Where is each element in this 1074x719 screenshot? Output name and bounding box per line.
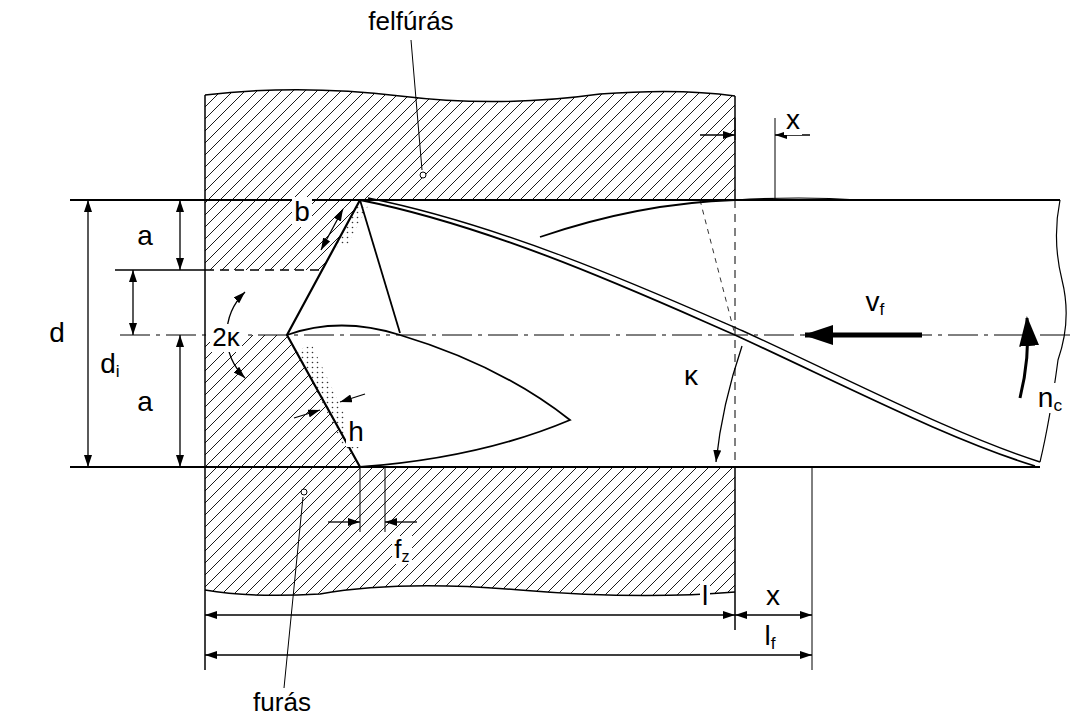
dimension-arrow [328, 521, 360, 522]
symbol-subscript: f [771, 634, 776, 654]
extension-line [812, 467, 813, 670]
extension-line [775, 118, 776, 200]
symbol-base: d [100, 348, 116, 379]
dimension-label: b [292, 197, 312, 226]
dimension-line [179, 335, 180, 467]
feed-label: vf [864, 287, 887, 316]
drill-chisel [287, 326, 400, 336]
symbol-base: l [764, 620, 770, 651]
workpiece-top [205, 90, 735, 270]
angle-label: 2κ [210, 324, 241, 351]
angle-arc [716, 346, 742, 462]
dimension-arrow [385, 521, 417, 522]
extension-line [735, 118, 736, 140]
dimension-label: l [700, 581, 710, 610]
drill-lip [360, 200, 400, 333]
flute-hidden-line [700, 200, 735, 335]
bore-wall [70, 466, 1040, 468]
symbol-subscript: f [880, 300, 885, 320]
workpiece-break-top [205, 90, 735, 102]
bore-wall [70, 199, 1060, 201]
rotation-arrow [1020, 318, 1028, 398]
dimension-line [321, 209, 343, 250]
dimension-line [132, 270, 133, 335]
symbol-subscript: z [402, 547, 410, 565]
workpiece-left-edge [204, 95, 206, 670]
leader-dot [420, 172, 426, 178]
dimension-arrow [700, 134, 735, 135]
dimension-label: x [764, 581, 782, 610]
drill-flute [735, 198, 860, 200]
symbol-subscript: i [116, 362, 120, 382]
dimension-line [735, 614, 812, 615]
dimension-arrow [340, 394, 365, 402]
feed-arrow [805, 333, 922, 338]
leader-line [284, 497, 303, 688]
dimension-label: d [47, 318, 67, 347]
drill-helix [360, 200, 1035, 466]
workpiece-break-bottom [205, 586, 735, 596]
symbol-subscript: c [1053, 396, 1062, 416]
symbol-base: f [394, 534, 401, 564]
symbol-base: n [1038, 382, 1054, 413]
speed-label: nc [1036, 383, 1064, 412]
predrill-line [115, 269, 205, 271]
dimension-line [179, 200, 180, 270]
dimension-label: a [135, 387, 155, 416]
drill-flute [360, 335, 570, 467]
part-name: felfúrás [366, 8, 455, 35]
center-line [120, 335, 1074, 336]
dimension-line [205, 654, 812, 655]
dimension-line [87, 200, 88, 467]
part-name: furás [251, 689, 313, 716]
dimension-label: a [135, 221, 155, 250]
dimension-label: di [98, 349, 121, 378]
dimension-label: lf [762, 621, 777, 650]
leader-line [411, 40, 422, 170]
workpiece-exit-line [735, 200, 736, 467]
dimension-arrow [294, 410, 320, 418]
workpiece-bottom [205, 335, 735, 596]
dimension-label: x [784, 105, 802, 134]
workpiece-right-edge [734, 467, 736, 630]
symbol-base: v [866, 286, 880, 317]
drill-break [1040, 200, 1066, 462]
drill-flute [540, 200, 735, 237]
dimension-label: fz [392, 536, 411, 563]
angle-label: κ [682, 361, 700, 390]
dimension-label: h [346, 417, 366, 446]
leader-dot [301, 489, 307, 495]
drill-helix [368, 198, 1040, 462]
dimension-line [205, 614, 735, 615]
predrill-line [205, 269, 322, 271]
workpiece-right-edge [734, 96, 736, 200]
